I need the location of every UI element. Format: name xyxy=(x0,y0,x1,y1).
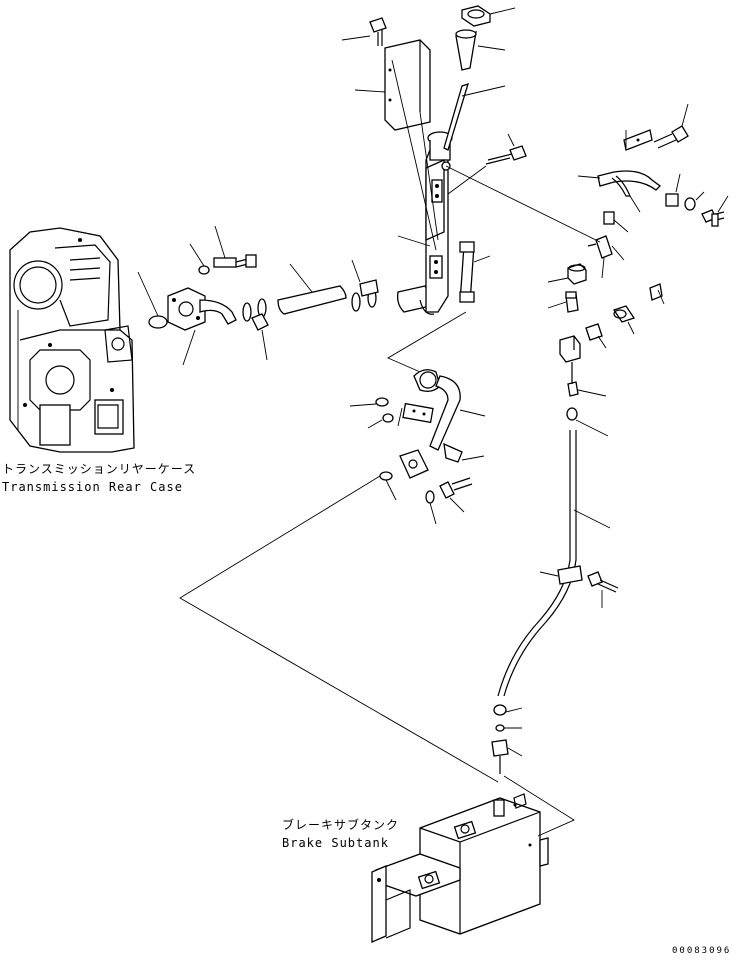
leader xyxy=(387,311,467,379)
washer xyxy=(198,265,210,275)
o-ring-lower xyxy=(379,471,393,481)
transmission-case-label-jp: トランスミッションリヤーケース xyxy=(2,462,197,476)
adapter xyxy=(612,305,636,323)
nut-2 xyxy=(603,211,615,225)
upper-pipe xyxy=(597,129,661,197)
transmission-rear-case xyxy=(9,227,135,453)
block-connector xyxy=(559,335,581,363)
filler-tube xyxy=(396,131,453,313)
connector-right xyxy=(701,209,725,227)
tank-connector xyxy=(491,739,509,774)
brake-subtank xyxy=(371,793,549,943)
bolt xyxy=(213,254,257,268)
sleeve-nut xyxy=(566,407,578,421)
washer-small xyxy=(382,413,394,423)
hose-clamps-left xyxy=(242,298,269,331)
brake-pipe xyxy=(497,430,571,697)
strainer xyxy=(455,29,477,71)
filler-cap xyxy=(461,5,491,27)
clip xyxy=(443,442,463,463)
brake-subtank-label-jp: ブレーキサブタンク xyxy=(282,818,400,832)
nut xyxy=(375,397,389,407)
elbow-connector xyxy=(587,235,613,259)
bolt-pipe xyxy=(653,125,689,149)
ring-tank xyxy=(495,724,505,732)
figure-code: 00083096 xyxy=(672,946,732,956)
bolt-clamp xyxy=(587,571,619,593)
hose-clamps-right xyxy=(351,279,379,312)
leader-tank-right xyxy=(503,775,575,837)
elbow-fitting xyxy=(649,283,663,301)
cap-fitting xyxy=(567,263,587,285)
bolt-top xyxy=(369,17,387,46)
pipe-clamp xyxy=(557,565,583,585)
guard-bracket xyxy=(384,39,431,131)
flange-elbow xyxy=(167,287,237,331)
nipple xyxy=(565,291,579,313)
brake-subtank-label-en: Brake Subtank xyxy=(282,836,389,850)
nut-tank xyxy=(493,704,507,716)
ring xyxy=(684,197,696,211)
transmission-case-label-en: Transmission Rear Case xyxy=(2,480,183,494)
nipple-2 xyxy=(567,381,579,397)
nut-pipe xyxy=(665,193,679,207)
drain-line xyxy=(419,299,435,315)
leader-tank xyxy=(179,475,499,783)
bolt-filler xyxy=(485,145,527,165)
o-ring xyxy=(148,315,168,329)
stay xyxy=(459,241,475,303)
bolt-lower xyxy=(425,477,473,504)
lower-elbow xyxy=(399,369,461,479)
dipstick xyxy=(443,82,469,151)
hose xyxy=(277,285,347,315)
